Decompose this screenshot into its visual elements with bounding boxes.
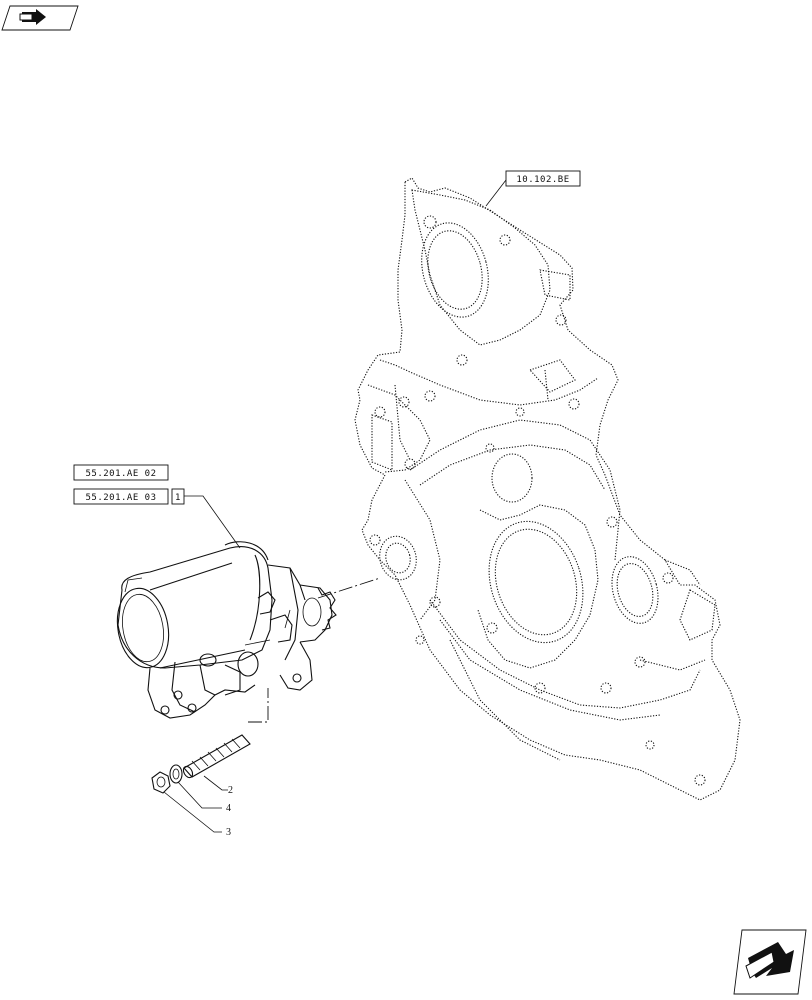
stud-bolt — [182, 734, 251, 779]
cover-ref-label: 10.102.BE — [516, 175, 569, 185]
timing-cover-outline — [354, 177, 741, 801]
starter-leader-line — [184, 495, 241, 549]
callout-stud: 2 — [228, 785, 233, 796]
callout-washer: 4 — [226, 803, 231, 814]
starter-ref-label-2: 55.201.AE 03 — [85, 493, 156, 503]
starter-item-box: 1 — [171, 488, 185, 505]
hex-nut — [151, 771, 171, 794]
starter-item-label: 1 — [175, 493, 181, 503]
back-arrow-icon — [19, 9, 46, 25]
forward-arrow-icon — [745, 942, 794, 979]
back-nav-button[interactable] — [1, 5, 79, 31]
starter-ref-label-1: 55.201.AE 02 — [85, 469, 156, 479]
center-line-bolt — [248, 688, 269, 723]
cover-leader-line — [485, 179, 507, 207]
cover-ref-box[interactable]: 10.102.BE — [505, 170, 581, 187]
washer — [169, 764, 183, 784]
callout-leader-nut — [163, 791, 222, 833]
starter-motor — [116, 541, 337, 719]
callout-nut: 3 — [226, 827, 231, 838]
starter-ref-box-1[interactable]: 55.201.AE 02 — [73, 464, 169, 481]
forward-nav-button[interactable] — [733, 929, 807, 995]
center-line-mount — [317, 577, 381, 599]
callout-leader-washer — [177, 781, 222, 809]
starter-ref-box-2[interactable]: 55.201.AE 03 — [73, 488, 169, 505]
callout-leader-stud — [203, 775, 228, 791]
